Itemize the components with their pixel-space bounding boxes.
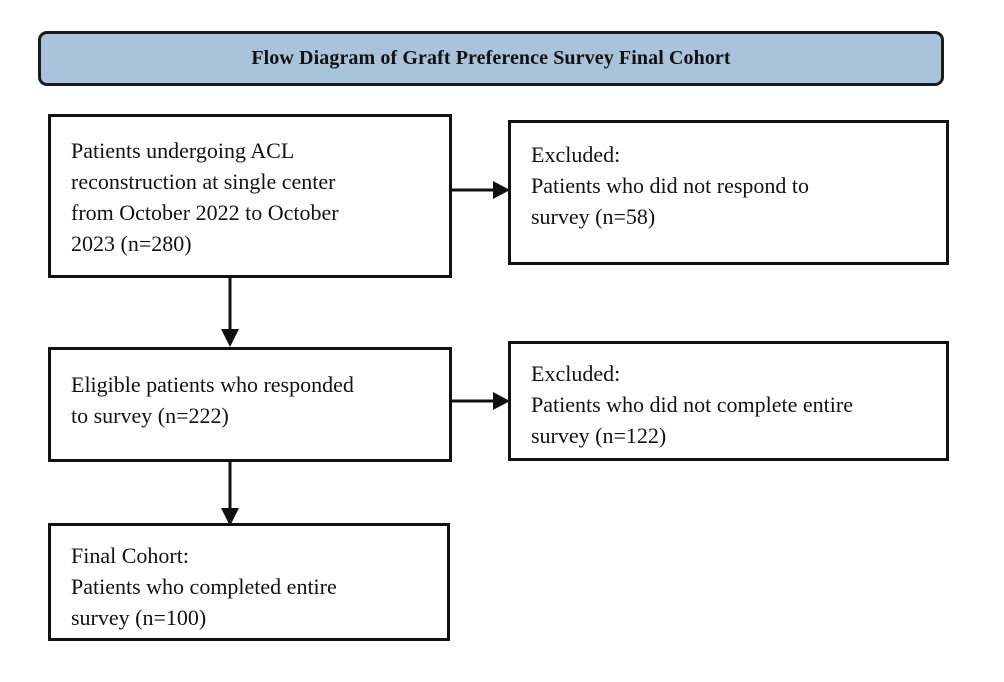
flow-box-excluded-no-response-line-1: Excluded:	[531, 142, 621, 167]
flow-box-enrolled-text: Patients undergoing ACL reconstruction a…	[71, 135, 437, 259]
flow-box-excluded-no-response: Excluded: Patients who did not respond t…	[508, 120, 949, 265]
flow-box-final-cohort-text: Final Cohort: Patients who completed ent…	[71, 540, 435, 633]
flow-box-final-cohort-line-1: Final Cohort:	[71, 543, 189, 568]
flow-box-eligible-line-1: Eligible patients who responded	[71, 372, 354, 397]
page-title: Flow Diagram of Graft Preference Survey …	[251, 47, 731, 69]
arrow-eligible-to-excluded-incomplete	[451, 392, 510, 410]
flow-box-excluded-incomplete-line-1: Excluded:	[531, 361, 621, 386]
arrow-enrolled-to-eligible	[221, 277, 239, 347]
flow-box-enrolled-patients: Patients undergoing ACL reconstruction a…	[48, 114, 452, 278]
arrow-enrolled-to-excluded-no-response	[451, 181, 510, 199]
flow-box-excluded-incomplete-text: Excluded: Patients who did not complete …	[531, 358, 934, 451]
flow-box-excluded-no-response-line-2: Patients who did not respond to	[531, 173, 810, 198]
flow-box-excluded-incomplete-line-3: survey (n=122)	[531, 423, 667, 448]
flow-box-eligible-text: Eligible patients who responded to surve…	[71, 369, 437, 431]
flow-box-final-cohort: Final Cohort: Patients who completed ent…	[48, 523, 450, 641]
flow-box-enrolled-line-4: 2023 (n=280)	[71, 231, 192, 256]
flow-box-excluded-no-response-line-3: survey (n=58)	[531, 204, 656, 229]
flow-box-final-cohort-line-2: Patients who completed entire	[71, 574, 337, 599]
flow-box-excluded-no-response-text: Excluded: Patients who did not respond t…	[531, 139, 934, 232]
flow-box-final-cohort-line-3: survey (n=100)	[71, 605, 207, 630]
diagram-title-banner: Flow Diagram of Graft Preference Survey …	[38, 31, 944, 86]
flow-box-enrolled-line-3: from October 2022 to October	[71, 200, 339, 225]
flow-box-enrolled-line-2: reconstruction at single center	[71, 169, 336, 194]
flow-box-excluded-incomplete: Excluded: Patients who did not complete …	[508, 341, 949, 461]
flow-box-enrolled-line-1: Patients undergoing ACL	[71, 138, 295, 163]
flow-box-eligible-patients: Eligible patients who responded to surve…	[48, 347, 452, 462]
flow-box-eligible-line-2: to survey (n=222)	[71, 403, 229, 428]
flow-box-excluded-incomplete-line-2: Patients who did not complete entire	[531, 392, 853, 417]
arrow-eligible-to-final-cohort	[221, 461, 239, 526]
